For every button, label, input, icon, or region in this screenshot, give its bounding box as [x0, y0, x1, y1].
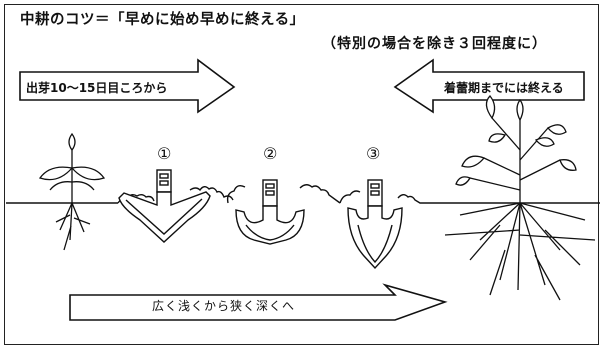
- step-number-2: ②: [263, 144, 278, 163]
- mature-plant: [444, 95, 596, 301]
- young-plant: [38, 132, 106, 251]
- step-number-1: ①: [157, 144, 172, 163]
- progression-arrow: [69, 283, 448, 321]
- progression-label: 広く浅くから狭く深くへ: [152, 299, 296, 313]
- cultivator-tool-2: [235, 179, 305, 245]
- cultivator-tool-1: [118, 169, 211, 243]
- end-arrow-label: 着蕾期までには終える: [444, 81, 564, 95]
- cultivator-tool-3: [347, 179, 403, 270]
- diagram-title: 中耕のコツ＝「早めに始め早めに終える」: [20, 12, 305, 28]
- step-number-3: ③: [366, 144, 381, 163]
- diagram-subtitle: （特別の場合を除き３回程度に）: [322, 36, 547, 52]
- start-arrow-label: 出芽10～15日目ころから: [26, 81, 168, 95]
- diagram-frame: [4, 4, 599, 345]
- start-arrow: [19, 58, 236, 114]
- end-arrow: [393, 58, 585, 114]
